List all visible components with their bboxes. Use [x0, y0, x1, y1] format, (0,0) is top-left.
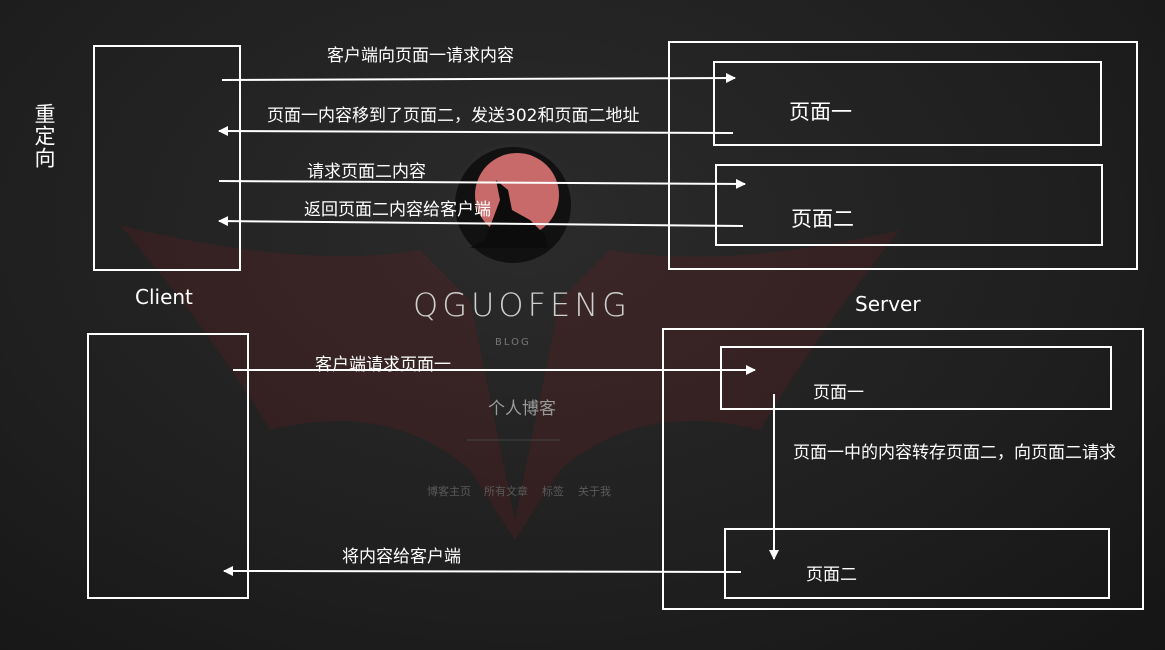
client-box-top — [93, 45, 241, 271]
client-label: Client — [135, 285, 193, 309]
server-label: Server — [855, 292, 921, 316]
client-box-bottom — [87, 333, 249, 599]
bottom-transfer-label: 页面一中的内容转存页面二，向页面二请求 — [793, 443, 1116, 463]
arrow-label-request: 客户端向页面一请求内容 — [327, 46, 514, 66]
nav-about[interactable]: 关于我 — [578, 485, 611, 498]
side-title: 重定向 — [32, 103, 56, 169]
arrow-bottom-response — [223, 566, 742, 577]
nav-home[interactable]: 博客主页 — [427, 485, 471, 498]
server-box-top — [668, 41, 1138, 270]
blog-name: QGUOFENG — [413, 286, 631, 324]
arrow-request-page1 — [221, 73, 736, 84]
page1-box-top — [713, 61, 1102, 146]
blog-subtitle: 个人博客 — [488, 399, 556, 419]
server-box-bottom — [662, 328, 1144, 610]
page1-label-top: 页面一 — [789, 100, 852, 124]
arrow-label-request-page2: 请求页面二内容 — [307, 162, 426, 182]
arrow-label-return: 返回页面二内容给客户端 — [304, 200, 491, 220]
arrow-label-302: 页面一内容移到了页面二，发送302和页面二地址 — [267, 106, 640, 126]
nav-tags[interactable]: 标签 — [542, 485, 564, 498]
arrow-return-page2 — [218, 216, 744, 227]
wolf-icon — [470, 180, 548, 248]
bottom-response-label: 将内容给客户端 — [342, 547, 461, 567]
page1-label-bottom: 页面一 — [813, 383, 864, 403]
blog-tag: BLOG — [495, 337, 531, 348]
bottom-request-label: 客户端请求页面一 — [315, 355, 451, 375]
arrow-request-page2 — [218, 178, 746, 189]
nav-articles[interactable]: 所有文章 — [484, 485, 528, 498]
page2-box-bottom — [724, 528, 1110, 599]
arrow-302-response — [218, 126, 734, 137]
bat-logo-shape — [120, 225, 900, 540]
page2-label-top: 页面二 — [791, 207, 854, 231]
page2-label-bottom: 页面二 — [806, 565, 857, 585]
page1-box-bottom — [720, 346, 1112, 410]
page2-box-top — [715, 164, 1103, 246]
